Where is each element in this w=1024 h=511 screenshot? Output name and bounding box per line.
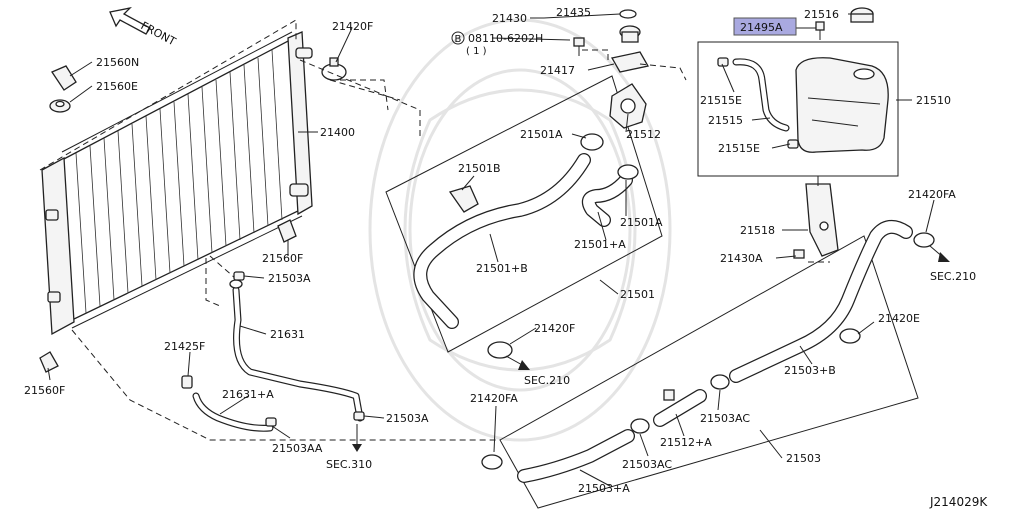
- hose-21515[interactable]: [732, 58, 790, 132]
- clamp-21420F-mid[interactable]: [487, 341, 513, 359]
- sec210-right-arrow: [929, 245, 950, 262]
- clamp-21501B[interactable]: [448, 185, 479, 213]
- label-21515E-bot: 21515E: [718, 142, 760, 155]
- label-21560F-mid: 21560F: [262, 252, 303, 265]
- label-21503AA: 21503AA: [272, 442, 323, 455]
- lower-hose-kit-box: [499, 235, 919, 509]
- hose-21501A-short[interactable]: [581, 173, 633, 227]
- label-21430-top: 21430: [492, 12, 527, 25]
- bolt-symbol-icon: [451, 31, 465, 45]
- bracket-21518[interactable]: [805, 183, 839, 257]
- label-bolt-spec: 08110-6202H: [468, 32, 543, 45]
- clamp-21503AC-left[interactable]: [630, 418, 650, 434]
- label-21501plusB: 21501+B: [476, 262, 528, 275]
- label-21503: 21503: [786, 452, 821, 465]
- reservoir-cap-21516[interactable]: [850, 7, 874, 23]
- label-21501A-left: 21501A: [520, 128, 563, 141]
- clamp-21501A-left[interactable]: [580, 133, 604, 151]
- label-sec210-mid: SEC.210: [524, 374, 570, 387]
- radiator-assembly[interactable]: [41, 31, 313, 336]
- front-label: FRONT: [139, 19, 179, 48]
- label-21503AC-right: 21503AC: [700, 412, 750, 425]
- clip-21503AA[interactable]: [265, 417, 277, 427]
- label-21501A-right: 21501A: [620, 216, 663, 229]
- front-arrow: FRONT: [109, 6, 179, 48]
- radiator-fins: [75, 49, 283, 314]
- clamp-21420E[interactable]: [839, 328, 861, 344]
- label-21503A-bot: 21503A: [386, 412, 429, 425]
- label-21516: 21516: [804, 8, 839, 21]
- clamp-21420FA-bot[interactable]: [481, 454, 503, 470]
- label-21560E: 21560E: [96, 80, 138, 93]
- bolt-08110[interactable]: [573, 37, 585, 56]
- clip-21425F[interactable]: [181, 375, 193, 389]
- seal-21435[interactable]: [619, 9, 637, 19]
- clip-21503A-top[interactable]: [233, 271, 245, 281]
- mount-21560N[interactable]: [51, 65, 77, 91]
- label-21631: 21631: [270, 328, 305, 341]
- label-21560F-bot: 21560F: [24, 384, 65, 397]
- label-bolt-qty: ( 1 ): [466, 46, 487, 57]
- label-21420F-top: 21420F: [332, 20, 373, 33]
- bracket-21417[interactable]: [610, 51, 650, 73]
- clamp-21420FA-right[interactable]: [913, 232, 935, 248]
- label-21435: 21435: [556, 6, 591, 19]
- hose-21503B[interactable]: [729, 219, 913, 383]
- hose-21503A[interactable]: [517, 429, 635, 483]
- sec310-arrow: [352, 424, 362, 452]
- mount-21560F-mid[interactable]: [277, 219, 297, 243]
- cap-21430[interactable]: [619, 25, 641, 43]
- diagram-code: J214029K: [929, 495, 988, 509]
- label-21420FA-bot: 21420FA: [470, 392, 518, 405]
- part-labels: 21400 21420F 21560N 21560E 21560F 21503A…: [24, 6, 988, 509]
- mount-21560E[interactable]: [49, 99, 71, 113]
- label-21503AC-left: 21503AC: [622, 458, 672, 471]
- reservoir-tank-21510[interactable]: [795, 57, 889, 153]
- clamp-21501A-right[interactable]: [617, 164, 639, 180]
- clamp-21420F-top[interactable]: [321, 57, 347, 81]
- hose-21501B[interactable]: [413, 153, 591, 329]
- label-21515: 21515: [708, 114, 743, 127]
- label-21501plusA: 21501+A: [574, 238, 626, 251]
- label-21510: 21510: [916, 94, 951, 107]
- label-21512plusA: 21512+A: [660, 436, 712, 449]
- reservoir-box: [697, 41, 899, 177]
- clamp-21503AC-right[interactable]: [710, 374, 730, 390]
- label-21501B: 21501B: [458, 162, 501, 175]
- sec210-mid-arrow: [505, 355, 530, 370]
- label-21512: 21512: [626, 128, 661, 141]
- bolt-symbol: B: [455, 34, 462, 45]
- label-21503plusA: 21503+A: [578, 482, 630, 495]
- clip-21515E-top[interactable]: [717, 57, 729, 67]
- hose-21631A[interactable]: [192, 392, 274, 432]
- label-21515E-top: 21515E: [700, 94, 742, 107]
- label-21420E: 21420E: [878, 312, 920, 325]
- label-21400: 21400: [320, 126, 355, 139]
- label-21420F-mid: 21420F: [534, 322, 575, 335]
- mount-21560F-bot[interactable]: [39, 351, 59, 373]
- label-21425F: 21425F: [164, 340, 205, 353]
- clip-21503A-bot[interactable]: [353, 411, 365, 421]
- label-21518: 21518: [740, 224, 775, 237]
- label-sec310: SEC.310: [326, 458, 372, 471]
- thermostat-housing-21512[interactable]: [609, 83, 647, 129]
- bolt-21495A[interactable]: [815, 21, 825, 40]
- label-21420FA-right: 21420FA: [908, 188, 956, 201]
- label-21503plusB: 21503+B: [784, 364, 836, 377]
- label-21501: 21501: [620, 288, 655, 301]
- label-21560N: 21560N: [96, 56, 139, 69]
- label-21495A: 21495A: [740, 21, 783, 34]
- label-21430A: 21430A: [720, 252, 763, 265]
- watermark-emblem: [368, 18, 672, 442]
- label-sec210-right: SEC.210: [930, 270, 976, 283]
- pipe-21512A[interactable]: [653, 389, 707, 427]
- highlight-21495A: [733, 17, 797, 36]
- label-21417: 21417: [540, 64, 575, 77]
- leader-lines: [47, 13, 935, 487]
- bolt-21430A[interactable]: [793, 249, 805, 259]
- label-21631A: 21631+A: [222, 388, 274, 401]
- label-21503A-top: 21503A: [268, 272, 311, 285]
